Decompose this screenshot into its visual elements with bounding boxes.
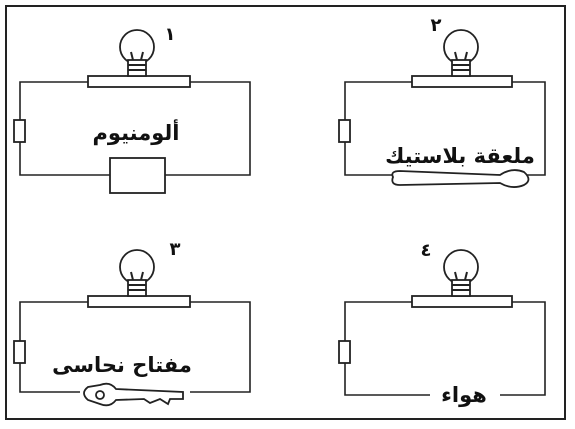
circuit-1-bulb-icon bbox=[119, 29, 155, 65]
circuit-4-bulb-icon bbox=[443, 249, 479, 285]
circuit-1-bulb-base bbox=[127, 59, 147, 77]
circuit-1-aluminium-block bbox=[109, 157, 166, 194]
circuit-1-lamp-holder bbox=[87, 75, 191, 88]
circuit-2-lamp-holder bbox=[411, 75, 513, 88]
circuit-2-label: ملعقة بلاستيك bbox=[385, 144, 535, 168]
circuit-4-number: ٤ bbox=[421, 240, 432, 261]
circuit-1-bulb-filament bbox=[130, 51, 144, 61]
circuit-2-spoon-icon bbox=[391, 169, 530, 188]
circuit-2-bulb-icon bbox=[443, 29, 479, 65]
circuit-3-wire bbox=[19, 301, 251, 393]
circuit-2: ٢ ملعقة بلاستيك bbox=[338, 15, 546, 188]
circuit-3-bulb-thread bbox=[128, 284, 146, 291]
circuit-2-battery-icon bbox=[338, 119, 351, 143]
circuit-3-number: ٣ bbox=[170, 239, 181, 260]
circuit-3-bulb-filament bbox=[130, 271, 144, 281]
circuit-4-bulb-filament bbox=[454, 271, 468, 281]
circuit-3-label: مفتاح نحاسى bbox=[52, 353, 192, 377]
circuit-1-battery-icon bbox=[13, 119, 26, 143]
circuit-3-bulb-icon bbox=[119, 249, 155, 285]
circuit-2-bulb-base bbox=[451, 59, 471, 77]
circuit-2-bulb-thread bbox=[452, 64, 470, 71]
circuit-3-lamp-holder bbox=[87, 295, 191, 308]
circuit-4-wire bbox=[344, 301, 546, 396]
circuit-4-bulb-base bbox=[451, 279, 471, 297]
circuit-2-number: ٢ bbox=[431, 15, 442, 36]
circuit-1: ١ ألومنيوم bbox=[13, 24, 251, 194]
circuit-3: ٣ مفتاح نحاسى bbox=[13, 239, 251, 407]
circuit-3-battery-icon bbox=[13, 340, 26, 364]
outer-frame bbox=[5, 5, 566, 420]
circuit-4-lamp-holder bbox=[411, 295, 513, 308]
circuit-4-label: هواء bbox=[441, 383, 487, 407]
circuit-1-number: ١ bbox=[165, 24, 176, 45]
circuit-3-bulb-base bbox=[127, 279, 147, 297]
circuit-2-bulb-filament bbox=[454, 51, 468, 61]
circuit-4-battery-icon bbox=[338, 340, 351, 364]
circuit-3-key-icon bbox=[83, 382, 184, 407]
circuit-4: ٤ هواء bbox=[338, 240, 546, 407]
circuit-1-label: ألومنيوم bbox=[93, 118, 180, 145]
circuit-1-bulb-thread bbox=[128, 64, 146, 71]
circuit-4-bulb-thread bbox=[452, 284, 470, 291]
